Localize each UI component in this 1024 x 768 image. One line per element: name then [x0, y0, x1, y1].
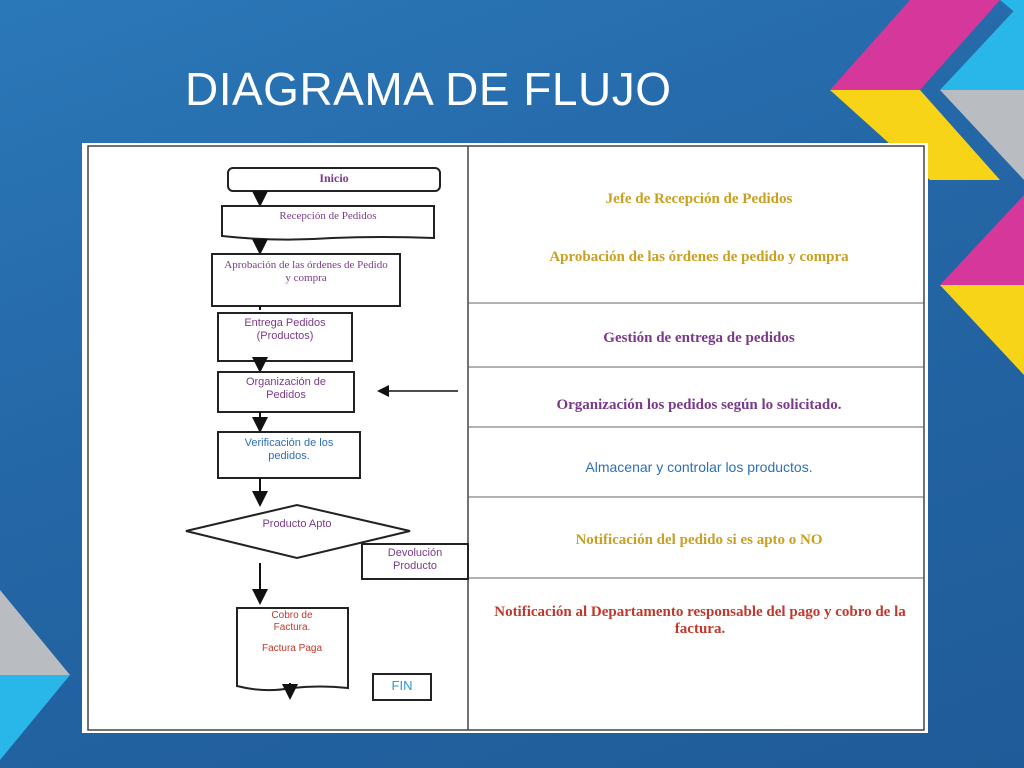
- start-label: Inicio: [319, 171, 349, 185]
- organization-shape: [217, 371, 355, 413]
- verification-shape: [217, 431, 361, 479]
- reception-shape: [221, 205, 435, 241]
- flowchart-lines: [87, 145, 925, 731]
- reception-label: Recepción de Pedidos: [279, 210, 377, 222]
- description-5: Almacenar y controlar los productos.: [585, 459, 813, 475]
- verification-label: Verificación de los pedidos.: [244, 437, 334, 462]
- decision-label: Producto Apto: [262, 518, 332, 530]
- description-6: Notificación del pedido si es apto o NO: [575, 532, 823, 548]
- delivery-shape: [217, 312, 353, 362]
- billing-label-1: Cobro de Factura.: [271, 610, 313, 633]
- billing-label-2: Factura Paga: [261, 643, 323, 654]
- description-2: Aprobación de las órdenes de pedido y co…: [549, 249, 849, 265]
- end-label: FIN: [391, 678, 413, 693]
- slide-title: DIAGRAMA DE FLUJO: [185, 63, 672, 115]
- organization-label: Organización de Pedidos: [245, 376, 327, 401]
- start-shape: [227, 167, 441, 192]
- approval-shape: [211, 253, 401, 307]
- decision-shape: [185, 503, 411, 560]
- delivery-label: Entrega Pedidos (Productos): [244, 317, 326, 342]
- description-1: Jefe de Recepción de Pedidos: [605, 191, 793, 207]
- flowchart-panel: Inicio Recepción de Pedidos Aprobación d…: [82, 143, 928, 733]
- description-3: Gestión de entrega de pedidos: [603, 330, 795, 346]
- return-shape: [361, 543, 469, 580]
- description-7: Notificación al Departamento responsable…: [494, 604, 906, 637]
- end-shape: [372, 673, 432, 701]
- return-label: Devolución Producto: [387, 547, 443, 572]
- description-4: Organización los pedidos según lo solici…: [556, 397, 842, 413]
- approval-label: Aprobación de las órdenes de Pedido y co…: [224, 259, 388, 284]
